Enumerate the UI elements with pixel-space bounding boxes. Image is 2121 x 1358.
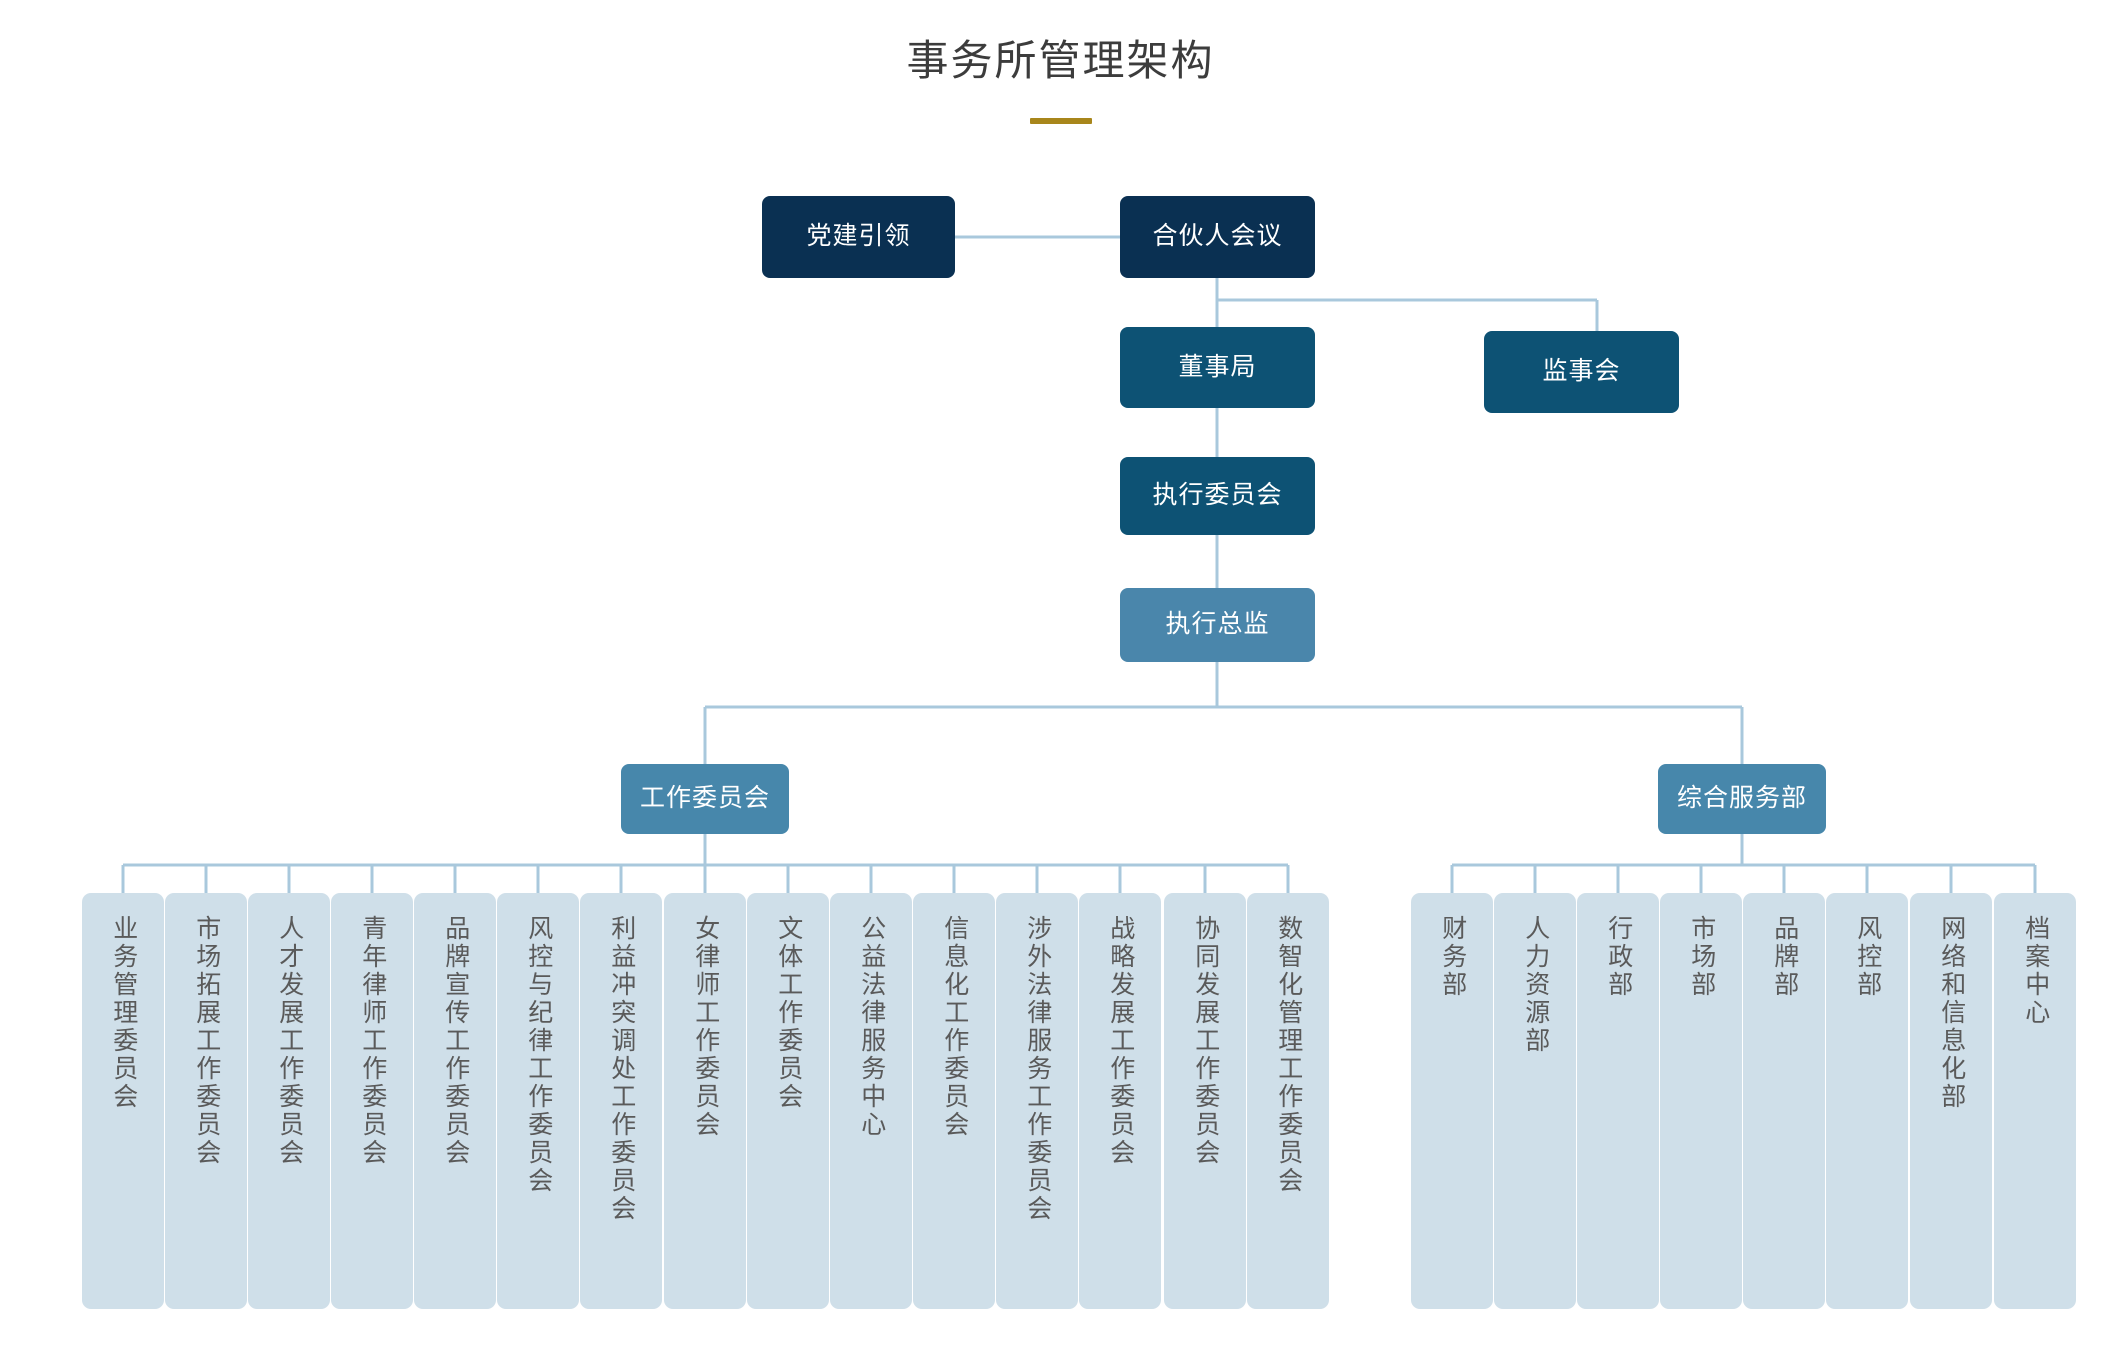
leaf-label: 市场拓展工作委员会	[192, 915, 221, 1167]
leaf-label: 涉外法律服务工作委员会	[1023, 915, 1052, 1223]
node-work-committee[interactable]: 工作委员会	[621, 764, 789, 834]
leaf-label: 人力资源部	[1521, 915, 1550, 1055]
leaf-label: 市场部	[1687, 915, 1716, 999]
node-label: 综合服务部	[1676, 784, 1807, 813]
leaf-work-committee-9[interactable]: 文体工作委员会	[747, 893, 829, 1309]
leaf-work-committee-10[interactable]: 公益法律服务中心	[830, 893, 912, 1309]
node-label: 董事局	[1178, 352, 1257, 381]
leaf-general-service-3[interactable]: 行政部	[1577, 893, 1659, 1309]
leaf-work-committee-12[interactable]: 涉外法律服务工作委员会	[996, 893, 1078, 1309]
leaf-label: 人才发展工作委员会	[275, 915, 304, 1167]
node-label: 合伙人会议	[1152, 222, 1283, 251]
leaf-label: 协同发展工作委员会	[1191, 915, 1220, 1167]
node-party-leadership[interactable]: 党建引领	[762, 196, 955, 278]
leaf-work-committee-4[interactable]: 青年律师工作委员会	[331, 893, 413, 1309]
leaf-label: 战略发展工作委员会	[1106, 915, 1135, 1167]
node-partners-meeting[interactable]: 合伙人会议	[1120, 196, 1315, 278]
node-label: 党建引领	[806, 222, 911, 251]
leaf-label: 利益冲突调处工作委员会	[607, 915, 636, 1223]
leaf-general-service-2[interactable]: 人力资源部	[1494, 893, 1576, 1309]
node-supervisory-board[interactable]: 监事会	[1484, 331, 1679, 413]
node-label: 执行委员会	[1152, 481, 1283, 510]
leaf-work-committee-15[interactable]: 数智化管理工作委员会	[1247, 893, 1329, 1309]
leaf-label: 信息化工作委员会	[940, 915, 969, 1139]
node-board[interactable]: 董事局	[1120, 327, 1315, 408]
leaf-work-committee-6[interactable]: 风控与纪律工作委员会	[497, 893, 579, 1309]
node-executive-committee[interactable]: 执行委员会	[1120, 457, 1315, 535]
leaf-work-committee-14[interactable]: 协同发展工作委员会	[1164, 893, 1246, 1309]
leaf-label: 女律师工作委员会	[691, 915, 720, 1139]
leaf-label: 文体工作委员会	[774, 915, 803, 1111]
node-general-service[interactable]: 综合服务部	[1658, 764, 1826, 834]
leaf-general-service-4[interactable]: 市场部	[1660, 893, 1742, 1309]
leaf-label: 公益法律服务中心	[857, 915, 886, 1139]
leaf-label: 数智化管理工作委员会	[1274, 915, 1303, 1195]
node-executive-director[interactable]: 执行总监	[1120, 588, 1315, 662]
leaf-label: 网络和信息化部	[1937, 915, 1966, 1111]
leaf-general-service-5[interactable]: 品牌部	[1743, 893, 1825, 1309]
leaf-general-service-7[interactable]: 网络和信息化部	[1910, 893, 1992, 1309]
leaf-label: 行政部	[1604, 915, 1633, 999]
leaf-work-committee-1[interactable]: 业务管理委员会	[82, 893, 164, 1309]
leaf-label: 风控部	[1853, 915, 1882, 999]
title-underline-accent	[1029, 118, 1092, 124]
leaf-general-service-6[interactable]: 风控部	[1826, 893, 1908, 1309]
leaf-work-committee-5[interactable]: 品牌宣传工作委员会	[414, 893, 496, 1309]
leaf-label: 档案中心	[2021, 915, 2050, 1027]
leaf-work-committee-11[interactable]: 信息化工作委员会	[913, 893, 995, 1309]
leaf-label: 业务管理委员会	[109, 915, 138, 1111]
node-label: 执行总监	[1165, 610, 1270, 639]
leaf-general-service-8[interactable]: 档案中心	[1994, 893, 2076, 1309]
node-label: 工作委员会	[639, 784, 770, 813]
page-title: 事务所管理架构	[906, 37, 1215, 84]
leaf-label: 财务部	[1438, 915, 1467, 999]
leaf-work-committee-13[interactable]: 战略发展工作委员会	[1079, 893, 1161, 1309]
leaf-label: 品牌宣传工作委员会	[441, 915, 470, 1167]
leaf-label: 风控与纪律工作委员会	[524, 915, 553, 1195]
leaf-label: 品牌部	[1770, 915, 1799, 999]
leaf-general-service-1[interactable]: 财务部	[1411, 893, 1493, 1309]
leaf-work-committee-3[interactable]: 人才发展工作委员会	[248, 893, 330, 1309]
leaf-work-committee-7[interactable]: 利益冲突调处工作委员会	[580, 893, 662, 1309]
node-label: 监事会	[1542, 357, 1621, 386]
leaf-work-committee-2[interactable]: 市场拓展工作委员会	[165, 893, 247, 1309]
leaf-work-committee-8[interactable]: 女律师工作委员会	[664, 893, 746, 1309]
leaf-label: 青年律师工作委员会	[358, 915, 387, 1167]
